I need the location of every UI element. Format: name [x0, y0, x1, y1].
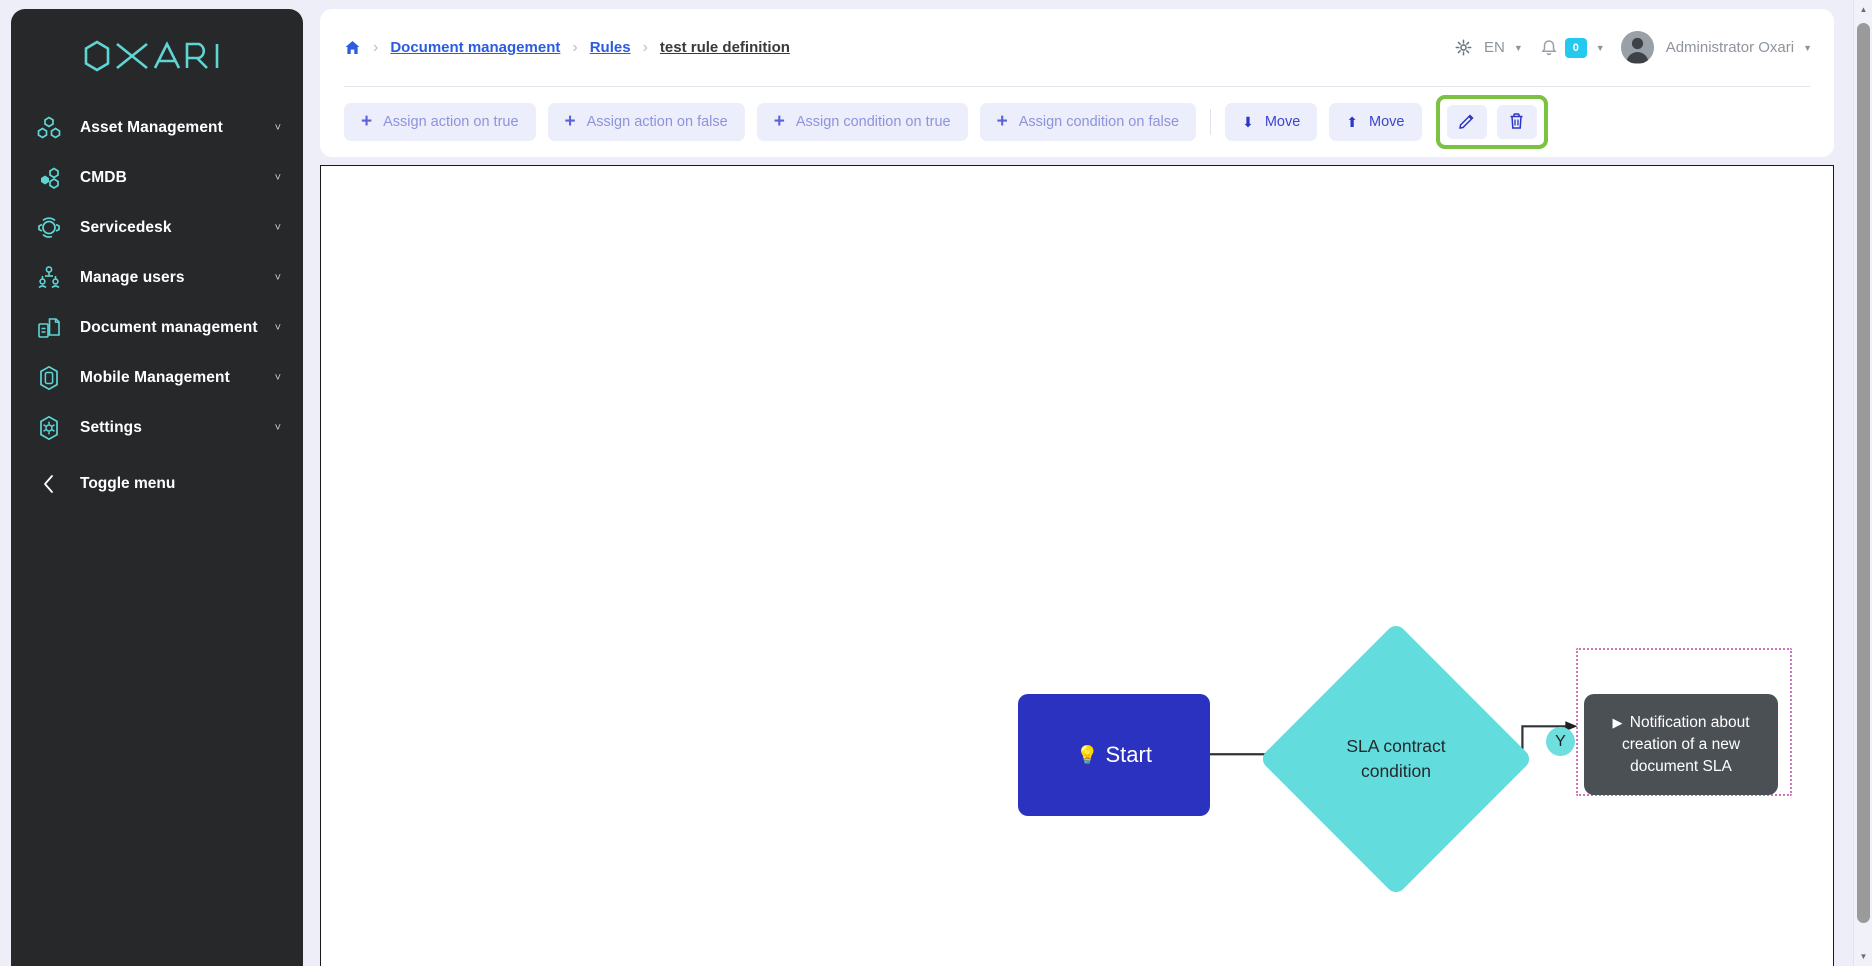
sidebar-item-mobile-management[interactable]: Mobile Management ˅ [11, 353, 303, 403]
sidebar: Asset Management ˅ CMDB ˅ [11, 9, 303, 966]
pencil-icon [1458, 112, 1476, 133]
node-label-line2: condition [1360, 761, 1432, 781]
home-icon[interactable] [344, 39, 361, 56]
rule-flow-canvas[interactable]: 💡 Start SLA contract condition ▶ Notific… [320, 165, 1834, 966]
delete-button[interactable] [1496, 105, 1537, 139]
sidebar-item-manage-users[interactable]: Manage users ˅ [11, 253, 303, 303]
assign-action-on-false-button[interactable]: + Assign action on false [547, 103, 745, 141]
flow-node-condition[interactable]: SLA contract condition [1258, 621, 1534, 897]
arrow-down-icon: ⬇ [1242, 113, 1254, 130]
chevron-down-icon[interactable]: ˅ [274, 371, 281, 384]
button-label: Assign condition on true [795, 114, 951, 130]
sidebar-item-cmdb[interactable]: CMDB ˅ [11, 153, 303, 203]
brand-logo[interactable] [11, 9, 303, 97]
node-label-wrap: SLA contract condition [1299, 662, 1493, 856]
scroll-up-arrow[interactable]: ▲ [1859, 5, 1868, 14]
plus-icon: + [773, 110, 785, 132]
button-label: Move [1264, 114, 1301, 130]
flow-node-action[interactable]: ▶ Notification about creation of a new d… [1584, 694, 1778, 795]
button-label: Assign action on true [383, 114, 519, 130]
sidebar-item-label: Servicedesk [80, 219, 172, 236]
manage-users-icon [29, 258, 69, 298]
scroll-down-arrow[interactable]: ▼ [1859, 952, 1868, 961]
assign-action-on-true-button[interactable]: + Assign action on true [344, 103, 536, 141]
sidebar-item-label: Mobile Management [80, 369, 230, 386]
header-card: › Document management › Rules › test rul… [320, 9, 1834, 157]
chevron-down-icon[interactable]: ˅ [274, 421, 281, 434]
sidebar-nav: Asset Management ˅ CMDB ˅ [11, 97, 303, 509]
plus-icon: + [361, 110, 373, 132]
breadcrumb-item-document-management[interactable]: Document management [390, 39, 561, 56]
breadcrumb-item-current: test rule definition [659, 39, 790, 56]
button-label: Assign action on false [586, 114, 728, 130]
chevron-left-icon [29, 464, 69, 504]
asset-management-icon [29, 108, 69, 148]
sidebar-item-document-management[interactable]: Document management ˅ [11, 303, 303, 353]
node-label-wrap: 💡 Start [1076, 742, 1152, 768]
chevron-down-icon[interactable]: ˅ [274, 271, 281, 284]
servicedesk-icon [29, 208, 69, 248]
node-label-wrap: ▶ Notification about creation of a new d… [1598, 712, 1764, 778]
bell-icon[interactable] [1541, 39, 1557, 57]
avatar[interactable] [1620, 31, 1654, 64]
edit-button[interactable] [1446, 105, 1487, 139]
mobile-management-icon [29, 358, 69, 398]
trash-icon [1508, 112, 1525, 133]
toolbar-divider [1210, 109, 1212, 135]
lightbulb-icon: 💡 [1076, 745, 1099, 765]
breadcrumb-separator: › [373, 38, 379, 56]
sidebar-item-label: Asset Management [80, 119, 223, 136]
assign-condition-on-false-button[interactable]: + Assign condition on false [979, 103, 1197, 141]
node-label: Notification about creation of a new doc… [1621, 713, 1750, 775]
user-name[interactable]: Administrator Oxari [1665, 39, 1795, 56]
settings-icon [29, 408, 69, 448]
header-actions: EN ▼ 0 ▼ Administrato [1455, 9, 1812, 86]
sidebar-item-asset-management[interactable]: Asset Management ˅ [11, 103, 303, 153]
assign-condition-on-true-button[interactable]: + Assign condition on true [756, 103, 968, 141]
chevron-down-icon[interactable]: ˅ [274, 221, 281, 234]
node-label-line1: SLA contract [1346, 735, 1446, 756]
language-selector[interactable]: EN [1484, 39, 1505, 56]
rule-toolbar: + Assign action on true + Assign action … [344, 87, 1810, 157]
plus-icon: + [564, 110, 576, 132]
sidebar-item-label: Settings [80, 419, 142, 436]
play-icon: ▶ [1612, 714, 1623, 730]
sidebar-item-servicedesk[interactable]: Servicedesk ˅ [11, 203, 303, 253]
move-up-button[interactable]: ⬆ Move [1329, 103, 1422, 141]
breadcrumb-item-rules[interactable]: Rules [589, 39, 631, 56]
sidebar-item-settings[interactable]: Settings ˅ [11, 403, 303, 453]
flow-connectors [1208, 721, 1578, 759]
chevron-down-icon[interactable]: ▼ [1803, 42, 1812, 53]
page-scrollbar[interactable]: ▲ ▼ [1853, 0, 1872, 966]
breadcrumb-separator: › [642, 38, 648, 56]
button-label: Move [1369, 114, 1405, 130]
sidebar-item-label: Manage users [80, 269, 185, 286]
sidebar-item-label: Document management [80, 319, 258, 336]
chevron-down-icon[interactable]: ˅ [274, 121, 281, 134]
header-divider [344, 86, 1810, 87]
node-label: Start [1105, 742, 1152, 767]
cmdb-icon [29, 158, 69, 198]
move-down-button[interactable]: ⬇ Move [1225, 103, 1318, 141]
edit-delete-group-highlighted [1435, 95, 1548, 149]
document-management-icon [29, 308, 69, 348]
gear-icon[interactable] [1455, 39, 1472, 56]
chevron-down-icon[interactable]: ˅ [274, 171, 281, 184]
plus-icon: + [996, 110, 1008, 132]
edge-label-yes: Y [1546, 727, 1575, 756]
breadcrumb: › Document management › Rules › test rul… [320, 9, 1834, 86]
notification-count-badge[interactable]: 0 [1564, 37, 1587, 58]
scrollbar-thumb[interactable] [1857, 23, 1870, 923]
chevron-down-icon[interactable]: ▼ [1595, 42, 1605, 53]
arrow-up-icon: ⬆ [1346, 113, 1359, 130]
button-label: Assign condition on false [1018, 114, 1180, 130]
toggle-menu-button[interactable]: Toggle menu [11, 459, 303, 509]
toggle-menu-label: Toggle menu [80, 475, 176, 492]
breadcrumb-separator: › [572, 38, 578, 56]
chevron-down-icon[interactable]: ▼ [1513, 42, 1523, 53]
node-selection-outline [1576, 648, 1792, 796]
chevron-down-icon[interactable]: ˅ [274, 321, 281, 334]
flow-node-start[interactable]: 💡 Start [1018, 694, 1210, 816]
sidebar-item-label: CMDB [80, 169, 127, 186]
